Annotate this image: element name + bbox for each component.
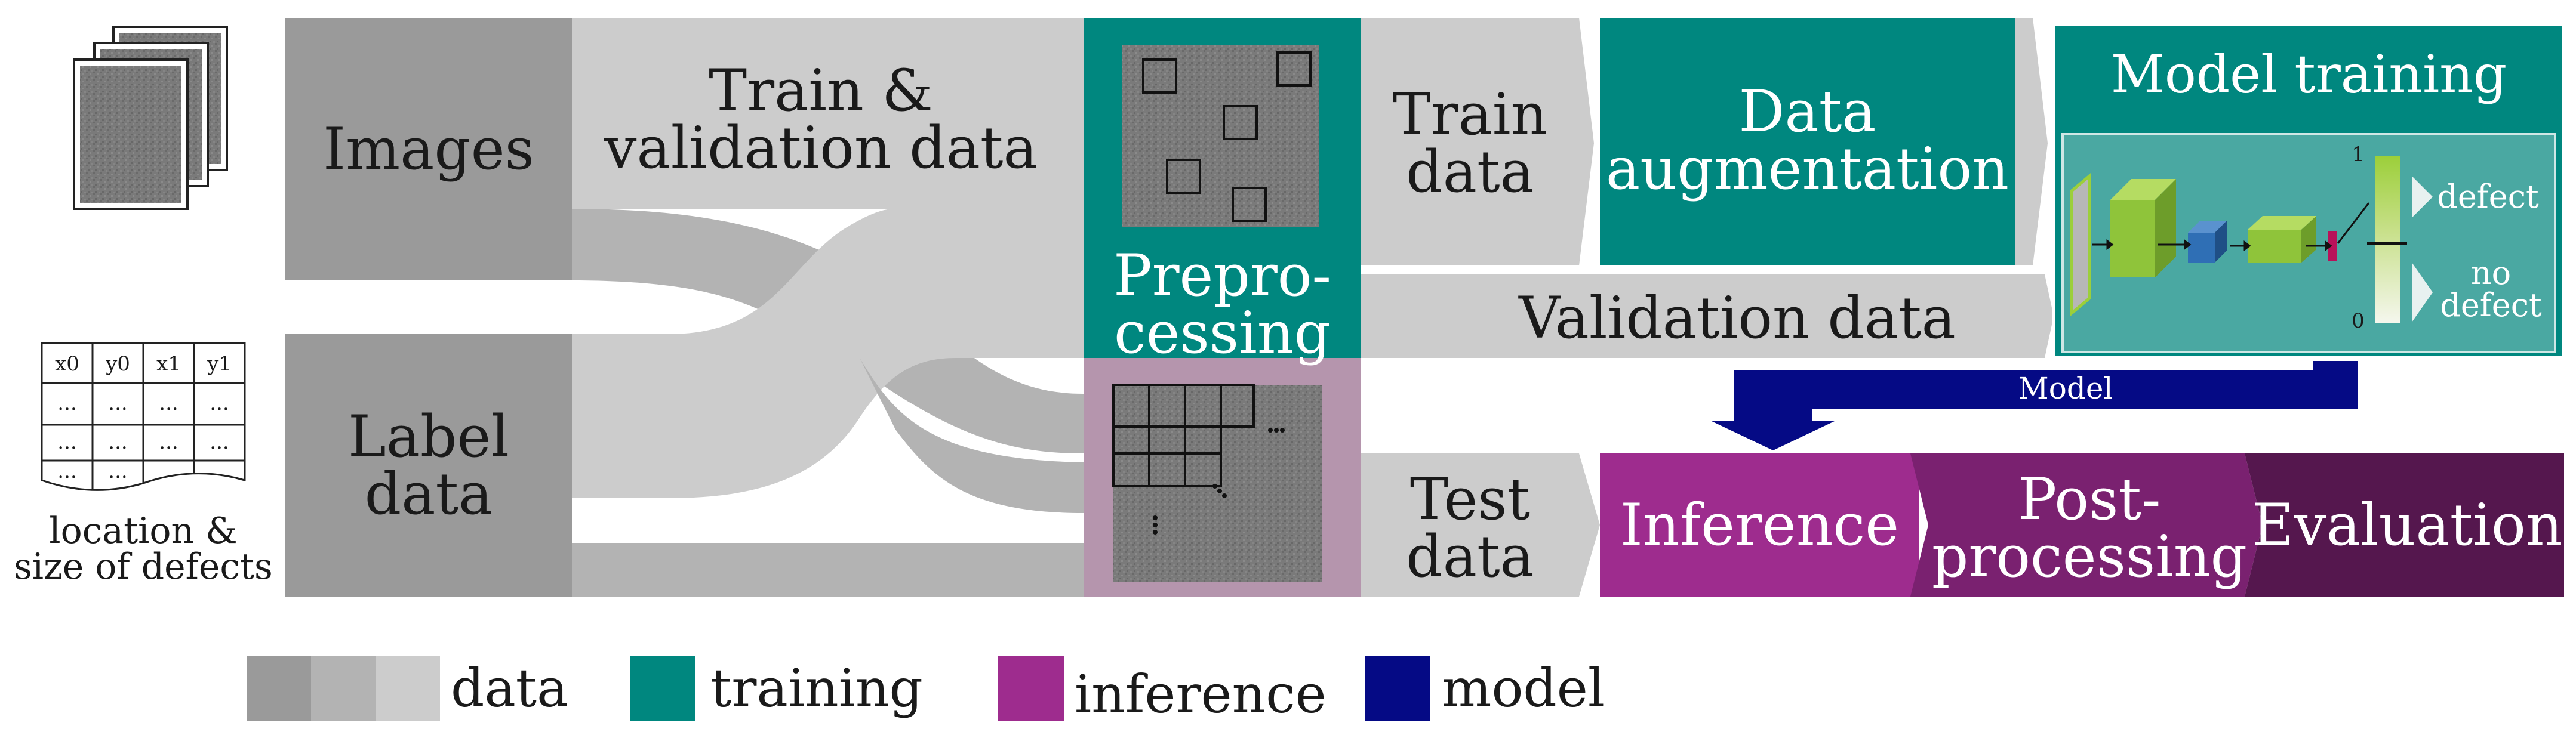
preprocessing-sample-image (1122, 45, 1319, 227)
validation-data-label: Validation data (1519, 284, 1956, 351)
legend (247, 656, 1430, 721)
table-header-x1: x1 (156, 352, 181, 376)
test-data-arrow (1361, 453, 1600, 597)
label-table-icon (41, 342, 246, 491)
inference-label: Inference (1620, 492, 1900, 558)
table-cell: ... (210, 391, 229, 415)
output-scale-bar (2375, 156, 2400, 323)
scale-top-label: 1 (2352, 143, 2365, 166)
flow-label-to-test (570, 543, 1084, 597)
table-cell: ... (57, 430, 77, 454)
train-validation-label: Train & validation data (604, 57, 1038, 181)
model-arrow (1710, 361, 2358, 450)
label-table-caption: location & size of defects (14, 510, 273, 588)
flow-label-to-preprocessing (860, 358, 1084, 513)
data-augmentation-label: Data augmentation (1606, 78, 2009, 202)
table-cell: ... (159, 391, 178, 415)
legend-data-swatch-1 (247, 656, 311, 721)
legend-data-label: data (451, 657, 568, 719)
evaluation-label: Evaluation (2252, 492, 2563, 558)
evaluation-box (2245, 453, 2564, 597)
table-header-y1: y1 (207, 352, 232, 376)
defect-label: defect (2437, 178, 2539, 215)
label-data-box (285, 334, 572, 597)
tile-grid (1112, 384, 1255, 487)
data-augmentation-box (1600, 18, 2015, 265)
table-cell: ... (57, 391, 77, 415)
augmentation-out-arrow (2015, 18, 2048, 265)
image-stack-icon (73, 26, 228, 210)
legend-training-label: training (710, 657, 923, 719)
tile-dots (1153, 428, 1285, 535)
images-label: Images (323, 116, 534, 183)
no-defect-chevron (2412, 263, 2433, 322)
validation-data-arrow (1361, 274, 2054, 358)
train-data-arrow (1361, 18, 1594, 265)
table-cell: ... (210, 430, 229, 454)
table-cell: ... (159, 430, 178, 454)
no-defect-label: no defect (2440, 254, 2542, 324)
defect-boxes (1142, 51, 1312, 222)
flow-train-validation (570, 18, 1084, 498)
inference-box (1600, 453, 1919, 597)
legend-data-swatch-3 (376, 656, 440, 721)
data-flows (570, 18, 1084, 597)
table-cell: ... (108, 459, 128, 483)
scale-bottom-label: 0 (2352, 309, 2365, 333)
table-header-x0: x0 (55, 352, 79, 376)
test-data-label: Test data (1406, 466, 1534, 590)
post-processing-box (1910, 453, 2263, 597)
train-data-label: Train data (1392, 81, 1548, 205)
model-training-label: Model training (2110, 44, 2507, 105)
legend-inference-swatch (998, 656, 1064, 721)
defect-chevron (2412, 176, 2433, 218)
cnn-network-icon (2070, 172, 2370, 317)
table-cell: ... (108, 430, 128, 454)
table-cell: ... (57, 459, 77, 483)
table-cell: ... (108, 391, 128, 415)
legend-training-swatch (630, 656, 695, 721)
images-box (285, 18, 572, 280)
preprocessing-label: Prepro- cessing (1113, 242, 1331, 366)
post-processing-label: Post- processing (1931, 466, 2248, 590)
table-header-y0: y0 (106, 352, 130, 376)
model-arrow-label: Model (2018, 371, 2113, 406)
label-data-label: Label data (348, 403, 509, 527)
legend-data-swatch-2 (311, 656, 376, 721)
legend-model-label: model (1442, 657, 1605, 719)
preprocessing-tiled-image (1113, 385, 1322, 582)
legend-model-swatch (1365, 656, 1430, 721)
legend-inference-label: inference (1075, 663, 1327, 725)
